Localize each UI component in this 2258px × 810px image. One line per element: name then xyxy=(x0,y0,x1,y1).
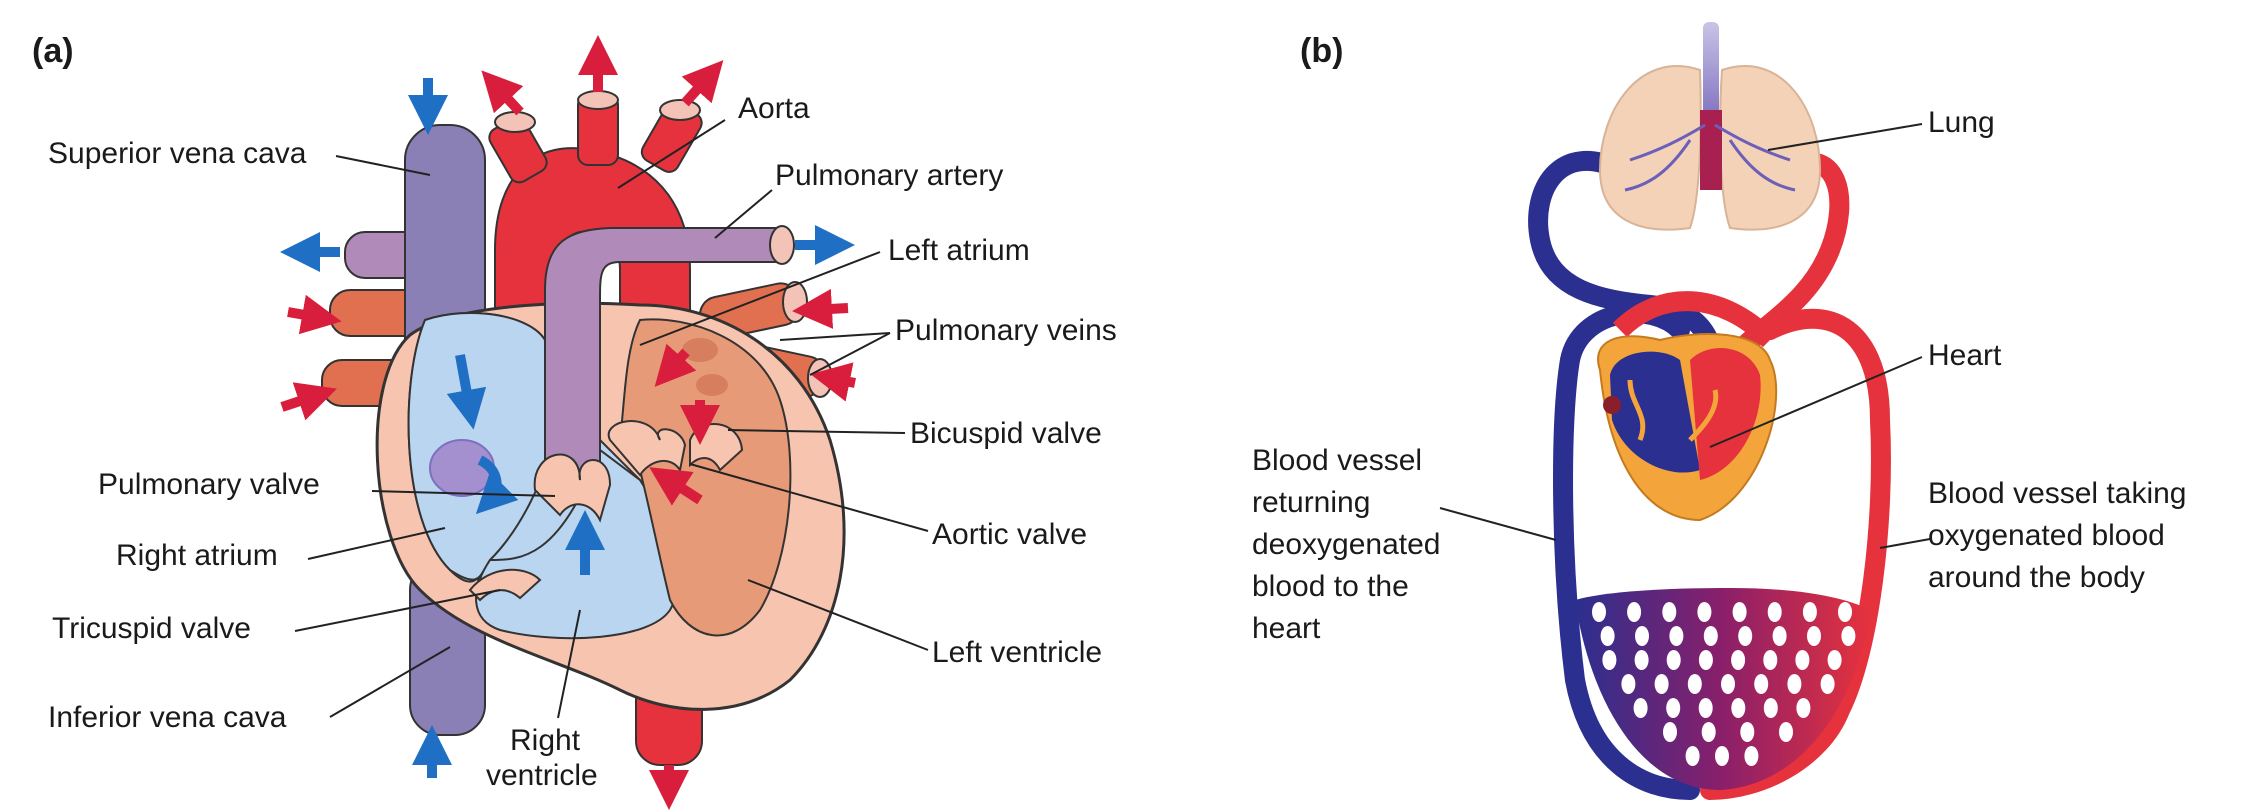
lungs xyxy=(1598,22,1822,231)
label-pulmonary-veins: Pulmonary veins xyxy=(895,314,1117,347)
capillary-hole xyxy=(1744,746,1759,766)
capillary-hole xyxy=(1654,674,1669,694)
capillary-hole xyxy=(1698,650,1713,670)
label-pulmonary-artery: Pulmonary artery xyxy=(775,159,1003,192)
capillary-hole xyxy=(1635,626,1649,646)
capillary-hole xyxy=(1731,650,1746,670)
capillary-hole xyxy=(1796,698,1811,718)
heart-small xyxy=(1597,333,1778,522)
panel-a-letter: (a) xyxy=(32,32,74,70)
capillary-hole xyxy=(1754,674,1769,694)
capillary-hole xyxy=(1621,674,1636,694)
panel-a: (a) xyxy=(32,32,1117,810)
label-superior-vena-cava: Superior vena cava xyxy=(48,137,307,170)
label-returning-line-1: Blood vessel xyxy=(1252,444,1422,477)
label-heart: Heart xyxy=(1928,339,2002,372)
label-right-ventricle-line-2: ventricle xyxy=(486,759,598,792)
capillary-hole xyxy=(1663,722,1677,742)
label-taking-line-3: around the body xyxy=(1928,561,2145,594)
capillary-hole xyxy=(1687,674,1702,694)
capillary-hole xyxy=(1666,650,1681,670)
blood-flow-arrows xyxy=(280,35,856,810)
capillary-hole xyxy=(1721,674,1735,694)
panel-b-leaders xyxy=(1439,123,1931,549)
capillary-hole xyxy=(1697,602,1712,622)
label-pulmonary-valve: Pulmonary valve xyxy=(98,468,320,501)
capillary-hole xyxy=(1666,698,1681,718)
capillary-hole xyxy=(1820,674,1835,694)
capillary-hole xyxy=(1685,746,1700,766)
capillary-hole xyxy=(1787,674,1802,694)
capillary-hole xyxy=(1731,698,1746,718)
capillary-hole xyxy=(1841,626,1856,646)
label-aortic-valve: Aortic valve xyxy=(932,518,1087,551)
capillary-hole xyxy=(1827,650,1842,670)
valves xyxy=(468,420,744,602)
capillary-hole xyxy=(1701,722,1716,742)
capillary-hole xyxy=(1807,626,1821,646)
capillary-hole xyxy=(1802,602,1817,622)
label-right-ventricle-line-1: Right xyxy=(510,724,581,757)
capillary-hole xyxy=(1634,650,1649,670)
panel-a-leaders xyxy=(294,119,929,719)
pv-opening-1 xyxy=(682,338,718,362)
capillary-bed-holes xyxy=(1592,602,1856,766)
capillary-hole xyxy=(1763,698,1778,718)
panel-b-letter: (b) xyxy=(1300,32,1343,70)
capillary-hole xyxy=(1838,602,1852,622)
pulmonary-artery-vessel xyxy=(544,227,781,471)
label-returning-line-2: returning xyxy=(1252,486,1370,519)
label-right-atrium: Right atrium xyxy=(116,539,278,572)
capillary-hole xyxy=(1703,626,1718,646)
capillary-hole xyxy=(1627,602,1642,622)
capillary-hole xyxy=(1662,602,1677,622)
capillary-hole xyxy=(1795,650,1810,670)
panel-b-labels: Lung Heart Blood vessel returning deoxyg… xyxy=(1252,106,2187,645)
capillary-hole xyxy=(1740,722,1755,742)
capillary-hole xyxy=(1772,626,1787,646)
capillary-hole xyxy=(1715,746,1729,766)
label-lung: Lung xyxy=(1928,106,1995,139)
capillary-hole xyxy=(1732,602,1747,622)
capillary-hole xyxy=(1779,722,1793,742)
label-inferior-vena-cava: Inferior vena cava xyxy=(48,701,287,734)
label-returning-line-4: blood to the xyxy=(1252,570,1409,603)
pulmonary-artery-opening xyxy=(769,225,795,265)
label-left-atrium: Left atrium xyxy=(888,234,1030,267)
label-tricuspid-valve: Tricuspid valve xyxy=(52,612,251,645)
label-left-ventricle: Left ventricle xyxy=(932,636,1102,669)
label-bicuspid-valve: Bicuspid valve xyxy=(910,417,1102,450)
pv-opening-2 xyxy=(696,374,728,396)
capillary-hole xyxy=(1600,626,1615,646)
capillary-hole xyxy=(1698,698,1713,718)
label-returning-line-3: deoxygenated xyxy=(1252,528,1441,561)
capillary-hole xyxy=(1767,602,1782,622)
label-taking-line-2: oxygenated blood xyxy=(1928,519,2165,552)
capillary-hole xyxy=(1763,650,1778,670)
panel-b: (b) xyxy=(1252,22,2187,800)
capillary-hole xyxy=(1592,602,1606,622)
capillary-hole xyxy=(1669,626,1684,646)
label-aorta: Aorta xyxy=(738,92,810,125)
capillary-hole xyxy=(1633,698,1648,718)
capillary-hole xyxy=(1738,626,1753,646)
label-taking-line-1: Blood vessel taking xyxy=(1928,477,2187,510)
capillary-hole xyxy=(1602,650,1617,670)
label-returning-line-5: heart xyxy=(1252,612,1321,645)
panel-a-labels: Aorta Superior vena cava Pulmonary arter… xyxy=(48,92,1117,792)
